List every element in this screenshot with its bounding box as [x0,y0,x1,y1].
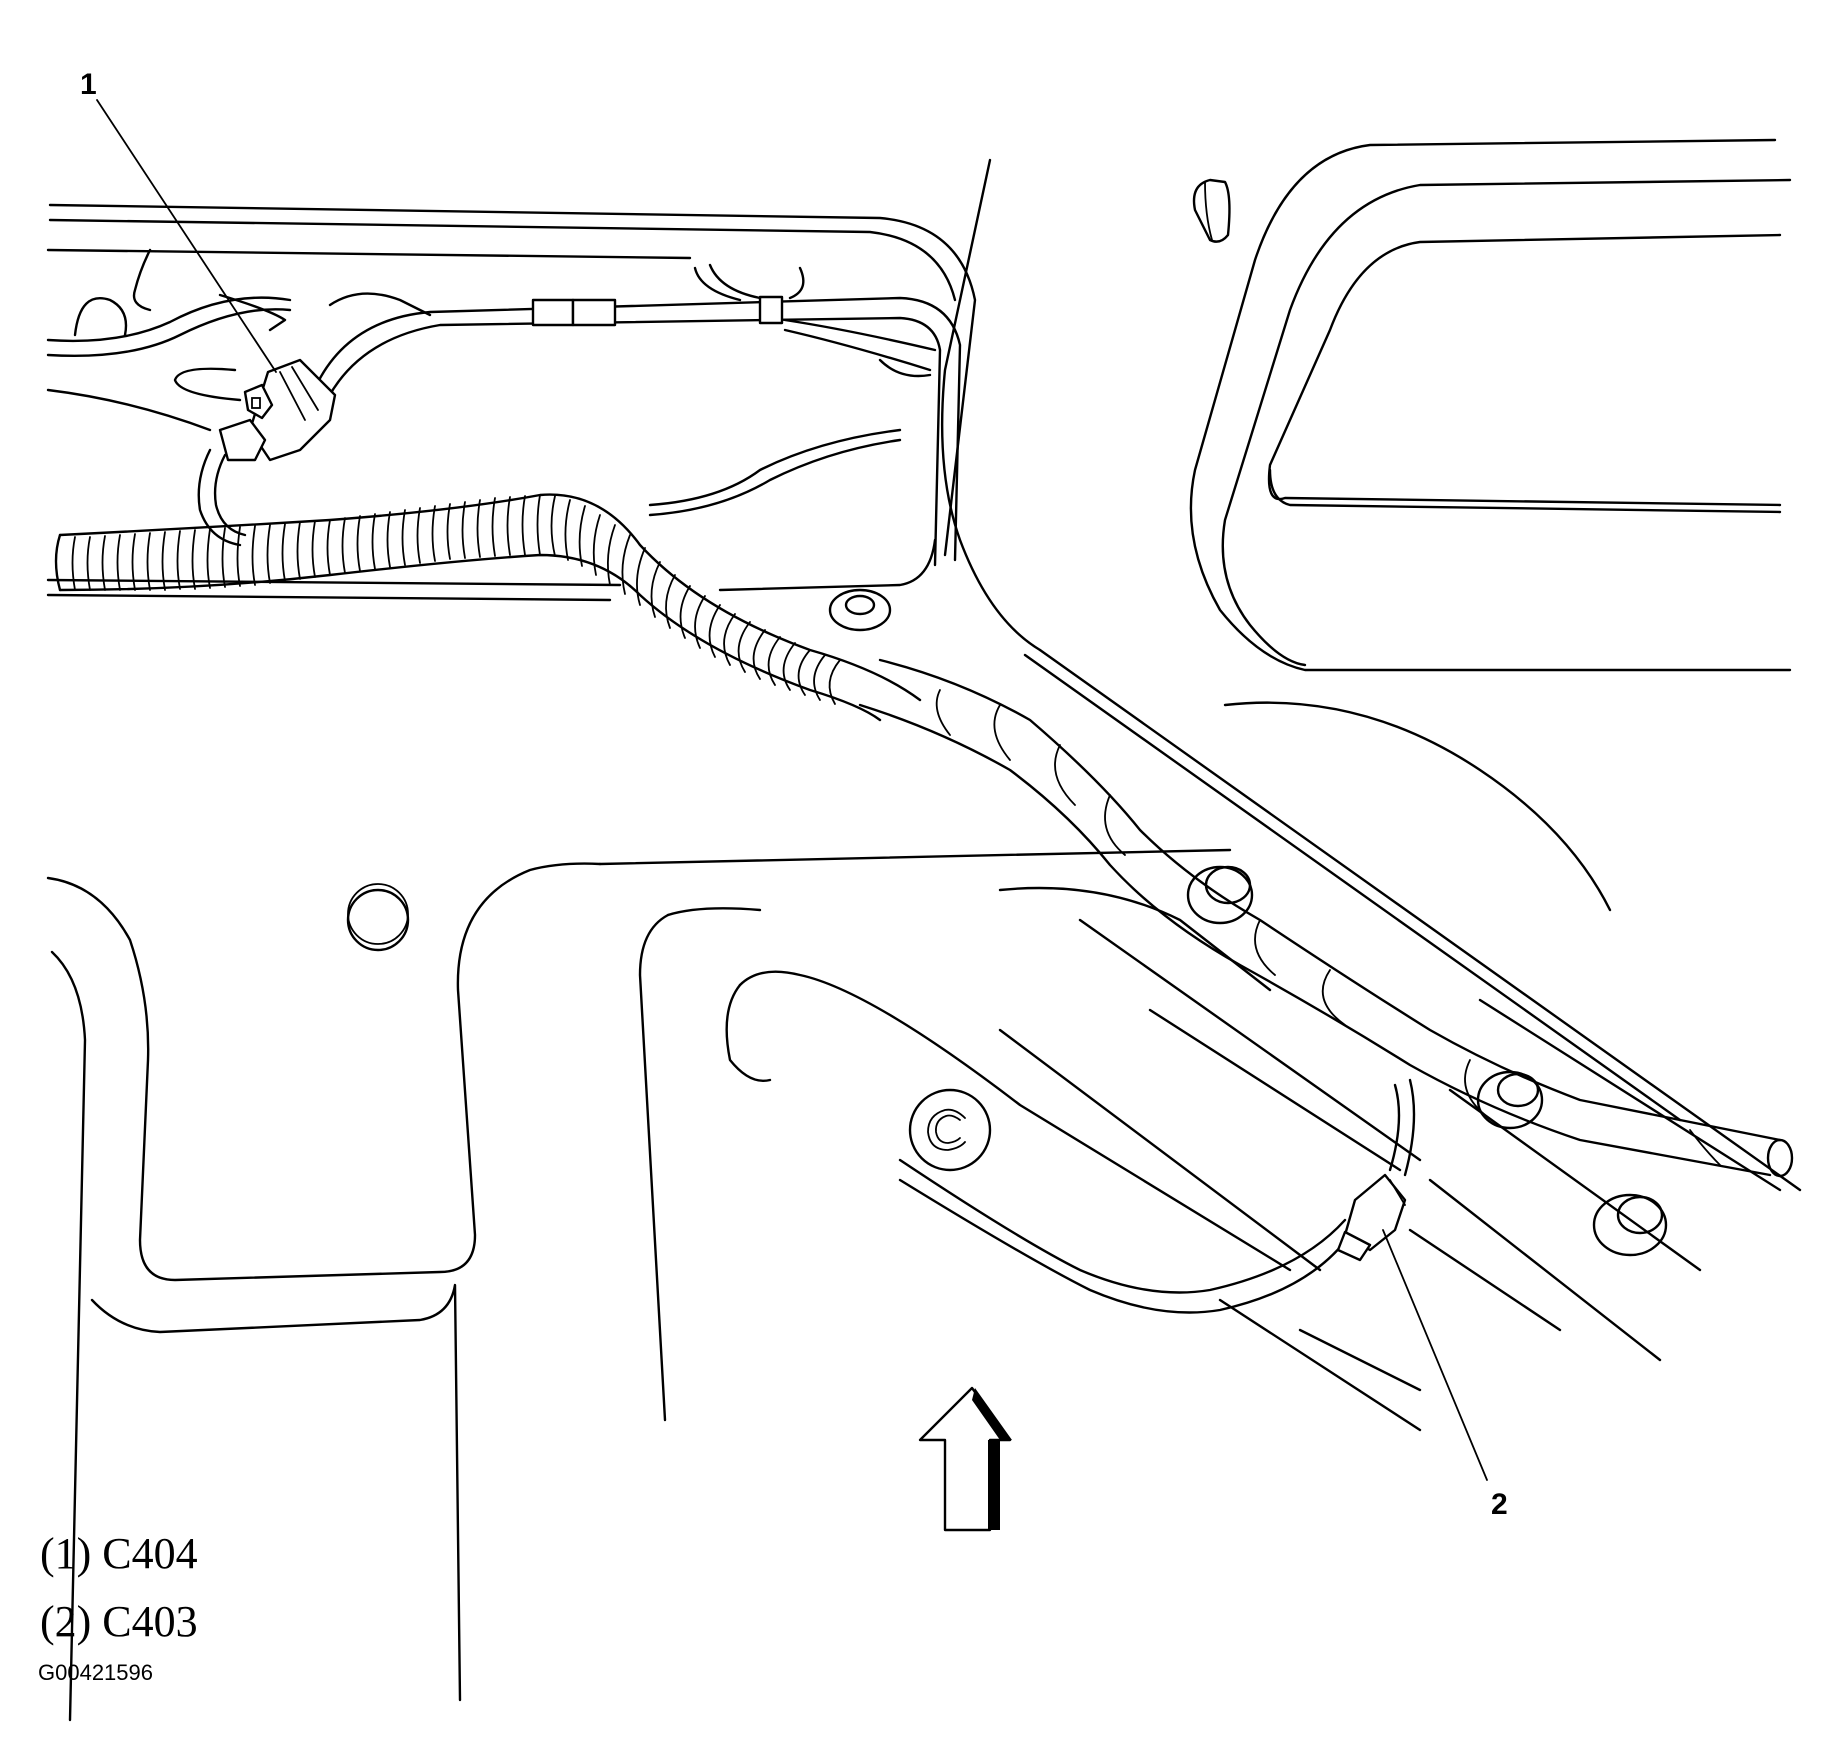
callout-leader-1 [96,99,277,373]
conduit-ribs [71,494,841,705]
up-arrow-icon [918,1386,1012,1532]
upper-right-panel [1189,138,1792,912]
callout-leader-2 [1382,1229,1488,1481]
upper-wire-loop [197,263,962,567]
taped-harness [828,588,1794,1257]
connector-c404 [218,358,337,462]
connector-c403 [1336,1078,1416,1262]
main-harness-conduit [54,493,922,722]
lower-middle-panel [725,918,1782,1432]
legend-item-c403: (2) C403 [40,1597,198,1646]
figure-id: G00421596 [38,1660,153,1685]
callout-label-1: 1 [80,68,97,101]
callout-label-2: 2 [1491,1488,1508,1521]
upper-panel-outline [46,158,1802,1192]
legend-item-c404: (1) C404 [40,1529,198,1578]
lower-left-panel [46,848,1272,1722]
